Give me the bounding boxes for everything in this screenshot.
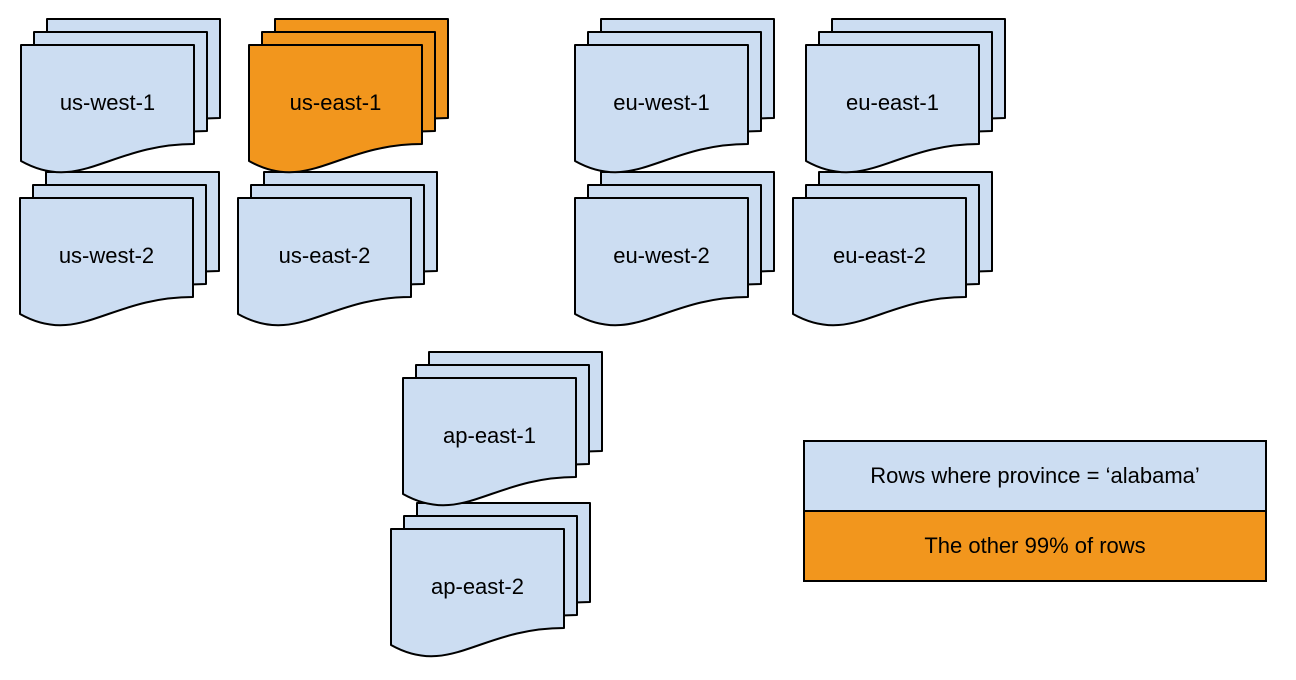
region-stack-us-west-1: us-west-1 bbox=[20, 18, 224, 178]
document-stack-icon bbox=[20, 18, 221, 174]
region-stack-ap-east-2: ap-east-2 bbox=[390, 502, 594, 662]
region-stack-eu-east-1: eu-east-1 bbox=[805, 18, 1009, 178]
region-stack-us-east-1: us-east-1 bbox=[248, 18, 452, 178]
region-stack-us-east-2: us-east-2 bbox=[237, 171, 441, 331]
document-stack-icon bbox=[248, 18, 449, 174]
document-stack-icon bbox=[574, 171, 775, 327]
legend-label: The other 99% of rows bbox=[924, 533, 1146, 558]
region-stack-us-west-2: us-west-2 bbox=[19, 171, 223, 331]
legend: Rows where province = ‘alabama’ The othe… bbox=[803, 440, 1267, 582]
document-stack-icon bbox=[402, 351, 603, 507]
document-stack-icon bbox=[792, 171, 993, 327]
document-stack-icon bbox=[237, 171, 438, 327]
region-stack-eu-west-1: eu-west-1 bbox=[574, 18, 778, 178]
document-stack-icon bbox=[805, 18, 1006, 174]
region-stack-eu-west-2: eu-west-2 bbox=[574, 171, 778, 331]
document-stack-icon bbox=[19, 171, 220, 327]
document-stack-icon bbox=[574, 18, 775, 174]
document-stack-icon bbox=[390, 502, 591, 658]
legend-label: Rows where province = ‘alabama’ bbox=[870, 463, 1200, 488]
region-stack-eu-east-2: eu-east-2 bbox=[792, 171, 996, 331]
region-stack-ap-east-1: ap-east-1 bbox=[402, 351, 606, 511]
legend-row: The other 99% of rows bbox=[803, 512, 1267, 582]
legend-row: Rows where province = ‘alabama’ bbox=[803, 440, 1267, 512]
